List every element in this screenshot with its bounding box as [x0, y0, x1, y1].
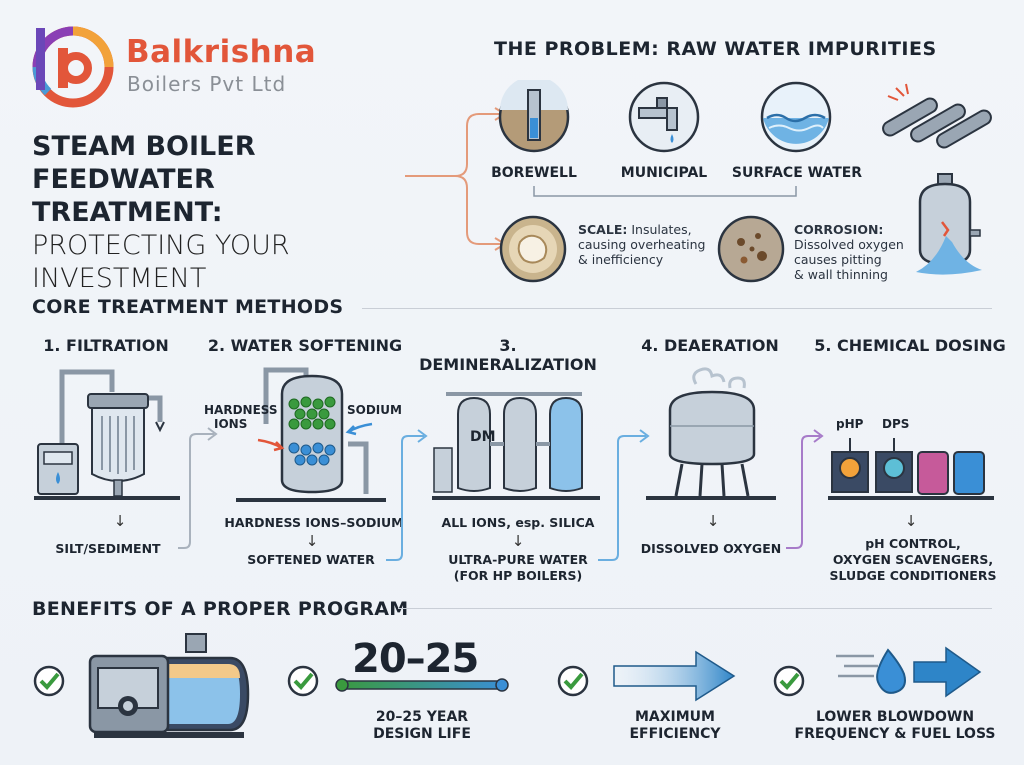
benefits-title: BENEFITS OF A PROPER PROGRAM	[32, 598, 409, 620]
softener-icon	[236, 367, 386, 502]
scale-line-2: causing overheating	[578, 237, 706, 252]
water-drop-icon	[836, 646, 982, 698]
benefit-2-line-1: MAXIMUM	[634, 709, 715, 725]
design-life-bar	[335, 678, 509, 692]
benefit-design-life: 20–25 YEAR DESIGN LIFE	[334, 709, 510, 743]
page-title: STEAM BOILER FEEDWATER TREATMENT: PROTEC…	[32, 130, 412, 295]
step-5-caption-3: SLUDGE CONDITIONERS	[829, 568, 997, 583]
check-icon	[287, 665, 319, 697]
corrosion-line-1: Dissolved oxygen	[794, 237, 904, 252]
sodium-arrow-icon	[345, 422, 373, 436]
sources-bracket	[533, 186, 797, 197]
flow-connectors	[178, 427, 824, 561]
step-1-arrow: ↓	[113, 512, 127, 530]
source-borewell: BOREWELL	[491, 165, 577, 181]
check-icon	[773, 665, 805, 697]
step-3-caption-3: (FOR HP BOILERS)	[453, 568, 583, 583]
title-line-1: STEAM BOILER	[32, 131, 256, 162]
step-1-title: 1. FILTRATION	[43, 336, 169, 355]
dosing-icon	[828, 438, 994, 500]
title-line-2: FEEDWATER TREATMENT:	[32, 164, 223, 228]
scale-line-3: & inefficiency	[578, 252, 664, 267]
problem-title: THE PROBLEM: RAW WATER IMPURITIES	[494, 38, 937, 60]
borewell-icon	[498, 80, 570, 153]
step-1-caption: SILT/SEDIMENT	[55, 541, 161, 556]
benefit-3-line-1: LOWER BLOWDOWN	[815, 709, 975, 725]
hardness-arrow-icon	[257, 438, 285, 452]
benefit-3-line-2: FREQUENCY & FUEL LOSS	[794, 726, 996, 742]
step-3-caption-2: ULTRA-PURE WATER	[448, 552, 588, 567]
logo-mark	[32, 26, 114, 108]
corrosion-head: CORROSION:	[794, 222, 884, 237]
step-2-caption-1: HARDNESS IONS–SODIUM	[224, 515, 404, 530]
benefits-divider	[398, 608, 992, 609]
title-line-4: INVESTMENT	[32, 263, 207, 294]
hardness-label-1: HARDNESS	[204, 403, 278, 417]
corrosion-line-3: & wall thinning	[794, 267, 888, 282]
arrow-right-icon	[613, 650, 736, 702]
dm-tanks-icon	[432, 392, 600, 500]
step-5-title: 5. CHEMICAL DOSING	[814, 336, 1006, 355]
filter-icon	[34, 369, 180, 500]
benefit-2-line-2: EFFICIENCY	[629, 726, 721, 742]
step-4-title: 4. DEAERATION	[641, 336, 779, 355]
benefit-blowdown: LOWER BLOWDOWN FREQUENCY & FUEL LOSS	[790, 709, 1000, 743]
core-title: CORE TREATMENT METHODS	[32, 296, 344, 318]
corrosion-line-2: causes pitting	[794, 252, 882, 267]
hardness-label-2: IONS	[214, 417, 248, 431]
dm-tank-label: DM	[470, 429, 496, 445]
scale-pipe-icon	[499, 215, 567, 283]
deaerator-icon	[646, 367, 776, 500]
step-3-title: 3. DEMINERALIZATION	[419, 336, 597, 374]
step-5-arrow: ↓	[904, 512, 918, 530]
hardness-label: HARDNESS IONS	[204, 403, 278, 431]
corrosion-icon	[717, 215, 785, 283]
scale-text: SCALE: Insulates, causing overheating & …	[578, 222, 718, 267]
scale-head: SCALE:	[578, 222, 628, 237]
dps-label: DPS	[882, 417, 910, 431]
brand-subtitle: Boilers Pvt Ltd	[127, 72, 287, 96]
core-divider	[362, 308, 992, 309]
benefit-efficiency: MAXIMUM EFFICIENCY	[600, 709, 750, 743]
benefit-1-line-2: DESIGN LIFE	[373, 726, 471, 742]
pipes-icon	[882, 83, 992, 149]
leaking-tank-icon	[916, 173, 982, 275]
php-label: pHP	[836, 417, 864, 431]
check-icon	[557, 665, 589, 697]
step-3-arrow: ↓	[511, 532, 525, 550]
title-line-3: PROTECTING YOUR	[32, 230, 290, 261]
step-2-title: 2. WATER SOFTENING	[207, 336, 403, 355]
boiler-icon	[88, 633, 250, 738]
source-surface-water: SURFACE WATER	[731, 165, 863, 181]
step-5-caption-2: OXYGEN SCAVENGERS,	[832, 552, 994, 567]
step-2-arrow: ↓	[305, 532, 319, 550]
step-5-caption-1: pH CONTROL,	[865, 536, 961, 551]
check-icon	[33, 665, 65, 697]
source-municipal: MUNICIPAL	[620, 165, 708, 181]
design-life-number: 20–25	[352, 636, 479, 682]
tap-icon	[628, 81, 700, 153]
brand-name: Balkrishna	[126, 34, 317, 70]
sodium-label: SODIUM	[347, 403, 402, 417]
step-4-arrow: ↓	[706, 512, 720, 530]
step-4-caption: DISSOLVED OXYGEN	[640, 541, 782, 556]
scale-line-1: Insulates,	[631, 222, 692, 237]
step-2-caption-2: SOFTENED WATER	[247, 552, 375, 567]
benefit-1-line-1: 20–25 YEAR	[375, 709, 469, 725]
step-3-caption-1: ALL IONS, esp. SILICA	[441, 515, 595, 530]
corrosion-text: CORROSION: Dissolved oxygen causes pitti…	[794, 222, 914, 282]
waves-icon	[760, 81, 832, 153]
